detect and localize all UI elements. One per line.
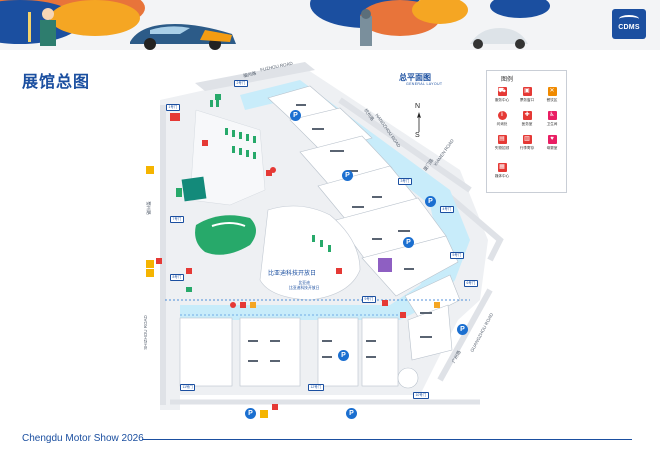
legend-item-mother-baby: ♥ 母婴室 <box>546 135 558 150</box>
guangzhou-road <box>437 288 493 382</box>
legend-item-luggage: ▥ 行李寄存 <box>519 135 535 150</box>
road-label-shuzhou-cn: 蜀州路 <box>145 201 151 215</box>
media-center-icon: ▦ <box>497 163 507 172</box>
south-brand-marks <box>248 340 376 362</box>
brand-marks <box>296 104 432 338</box>
center-sublabel: 比亚迪 比亚迪科技开放日 <box>289 281 320 290</box>
road-label-shizhou: SHIZHOU ROAD <box>142 315 148 350</box>
gate-label: 5号门 <box>450 252 464 259</box>
gate-label: 11号门 <box>180 384 196 391</box>
gate-label: 2号门 <box>234 80 248 87</box>
map-legend: 图例 ⛟ 服务中心 ▣ 票务窗口 ✕ 餐饮区 i 问询处 ✚ 医务室 ♿ 卫生间… <box>486 70 567 193</box>
lost-found-icon: ▤ <box>497 135 507 144</box>
legend-item-restaurant: ✕ 餐饮区 <box>546 87 558 102</box>
footer-divider <box>142 439 632 440</box>
parking-icon: P <box>342 170 353 181</box>
hangzhou-road <box>338 97 472 193</box>
parking-icon: P <box>290 110 301 121</box>
medical-icon: ✚ <box>522 111 532 120</box>
legend-item-media-center: ▦ 媒体中心 <box>494 163 510 178</box>
gate-label: 4号门 <box>440 206 454 213</box>
center-label: 比亚迪科技开放日 <box>268 271 317 277</box>
compass-north: N <box>415 103 421 110</box>
legend-item-lost-found: ▤ 失物招领 <box>494 135 510 150</box>
gate-label: 7号门 <box>170 216 184 223</box>
gate-label: 6号门 <box>464 280 478 287</box>
footer-text: Chengdu Motor Show 2026 <box>22 433 144 444</box>
south-halls <box>179 317 419 389</box>
cdms-logo: CDMS <box>612 9 646 39</box>
fuzhou-road <box>195 62 315 91</box>
parking-icon: P <box>403 237 414 248</box>
service-center-icon: ⛟ <box>497 87 507 96</box>
parking-icon: P <box>338 350 349 361</box>
parking-icon: P <box>457 324 468 335</box>
legend-item-medical: ✚ 医务室 <box>521 111 533 126</box>
restaurant-icon: ✕ <box>547 87 557 96</box>
compass-south: S <box>415 132 420 139</box>
plan-subtitle: GENERAL LAYOUT <box>406 82 443 86</box>
luggage-icon: ▥ <box>522 135 532 144</box>
gate-label: 8号门 <box>170 274 184 281</box>
legend-item-information: i 问询处 <box>496 111 508 126</box>
mother-baby-icon: ♥ <box>547 135 557 144</box>
green-stripes <box>210 100 331 252</box>
plan-title: 总平面图 <box>399 73 431 82</box>
gate-label: 1号门 <box>166 104 180 111</box>
ticket-office-icon: ▣ <box>522 87 532 96</box>
top-banner: CDMS <box>0 0 660 50</box>
banner-illustration <box>0 0 660 50</box>
legend-item-restroom: ♿ 卫生间 <box>546 111 558 126</box>
amenity-icons <box>146 94 406 418</box>
gate-label: 3号门 <box>398 178 412 185</box>
green-lawn-square <box>181 176 207 202</box>
east-halls <box>267 85 461 361</box>
legend-title: 图例 <box>501 77 514 83</box>
restroom-icon: ♿ <box>547 111 557 120</box>
gate-label: 10号门 <box>413 392 429 399</box>
legend-item-ticket-office: ▣ 票务窗口 <box>519 87 535 102</box>
parking-icon: P <box>346 408 357 419</box>
central-plaza <box>259 205 361 301</box>
information-icon: i <box>497 111 507 120</box>
parking-icon: P <box>245 408 256 419</box>
page-title: 展馆总图 <box>22 74 91 91</box>
gate-label: 12号门 <box>308 384 324 391</box>
parking-icon: P <box>425 196 436 207</box>
gate-label: 9号门 <box>362 296 376 303</box>
legend-item-service-center: ⛟ 服务中心 <box>494 87 510 102</box>
compass-arrow-icon <box>417 112 421 132</box>
